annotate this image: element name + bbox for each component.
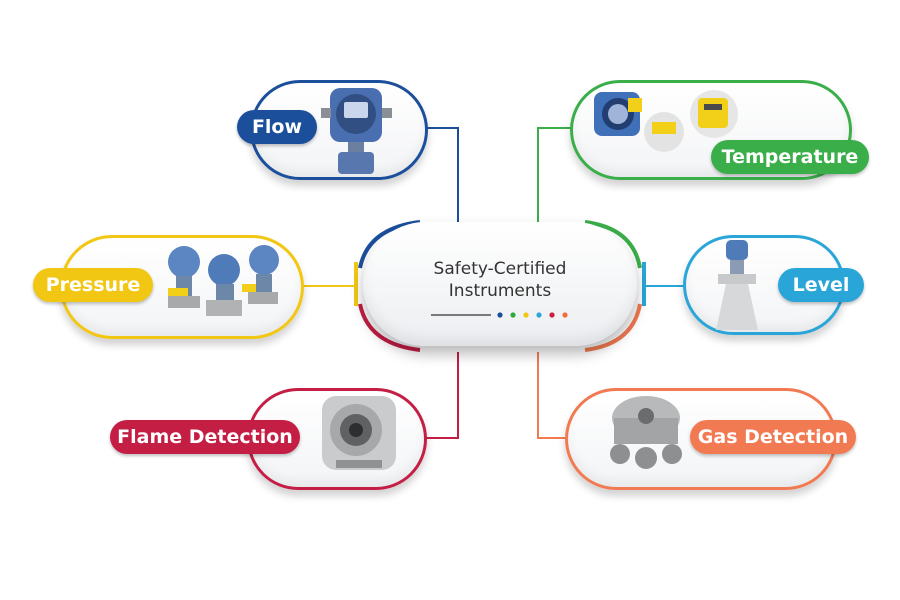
label-flow: Flow [237,110,317,144]
connector-gas-arc [584,303,642,352]
center-divider [431,312,568,318]
temperature-transmitter-icon [594,90,738,152]
flowmeter-icon [321,88,392,174]
center-hub: Safety-Certified Instruments [363,222,637,346]
label-temperature: Temperature [711,140,869,174]
connector-gas [537,352,575,439]
connector-flame [420,352,459,439]
flame-detector-icon [322,396,396,470]
divider-dot [510,312,516,318]
connector-temperature [537,127,585,222]
divider-dot [523,312,529,318]
radar-level-icon [716,240,758,330]
divider-dot [549,312,555,318]
label-pressure: Pressure [33,268,153,302]
connector-flow [420,127,459,224]
label-gas: Gas Detection [690,420,856,454]
gas-detector-icon [610,396,682,469]
divider-dot [497,312,503,318]
center-title-line1: Safety-Certified [433,259,567,279]
center-title-line2: Instruments [448,281,552,301]
divider-dot [536,312,542,318]
connector-temperature-arc [584,220,642,269]
connector-flame-arc [358,303,421,352]
divider-dot [562,312,568,318]
pressure-transmitter-icon [168,245,279,316]
label-flame: Flame Detection [110,420,300,454]
label-level: Level [778,268,864,302]
